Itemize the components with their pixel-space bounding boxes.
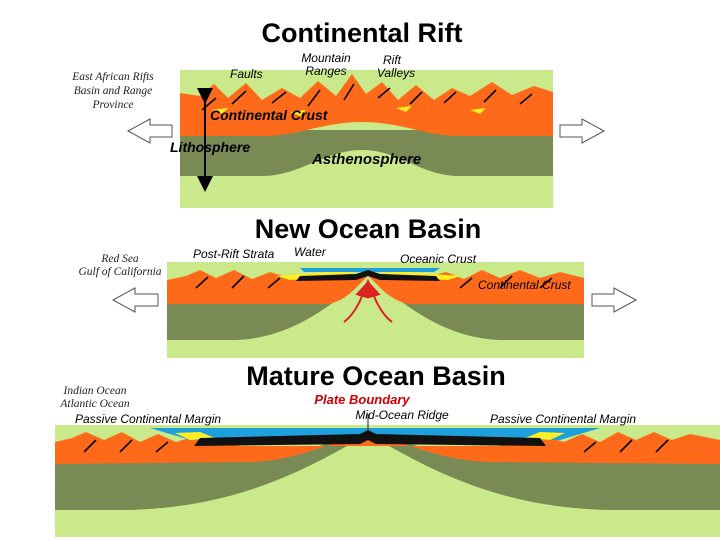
label-post-rift-strata: Post-Rift Strata bbox=[193, 247, 275, 261]
label-faults: Faults bbox=[230, 67, 263, 81]
new-ocean-faults bbox=[195, 275, 553, 289]
rift-example-line-3: Province bbox=[91, 99, 133, 111]
new-ocean-example-line-1: Red Sea bbox=[100, 253, 139, 265]
label-new-ocean-continental-crust: Continental Crust bbox=[478, 278, 571, 292]
mature-ocean-example-line-2: Atlantic Ocean bbox=[59, 398, 130, 410]
mature-ocean-faults bbox=[83, 439, 669, 453]
new-ocean-cross-section bbox=[167, 262, 584, 358]
rift-cross-section bbox=[180, 70, 553, 208]
label-mid-ocean-ridge: Mid-Ocean Ridge bbox=[355, 408, 449, 422]
new-ocean-continental-crust bbox=[167, 270, 584, 305]
rift-lithosphere bbox=[180, 130, 553, 176]
label-mountain-line-2: Ranges bbox=[305, 64, 346, 78]
new-ocean-water bbox=[300, 268, 440, 272]
rift-arrow-right bbox=[559, 118, 606, 144]
panel-mature-ocean-basin: Mature Ocean Basin Indian Ocean Atlantic… bbox=[55, 361, 720, 537]
rift-example-line-1: East African Rifts bbox=[71, 71, 154, 83]
rift-arrow-left bbox=[126, 118, 173, 144]
magma-arrow-right bbox=[367, 283, 393, 323]
label-passive-margin-left: Passive Continental Margin bbox=[75, 412, 221, 426]
mature-ocean-lithosphere bbox=[55, 430, 720, 510]
new-ocean-title: New Ocean Basin bbox=[255, 214, 482, 244]
label-mountain-line-1: Mountain bbox=[301, 51, 351, 65]
panel-new-ocean-basin: New Ocean Basin Red Sea Gulf of Californ… bbox=[78, 214, 638, 358]
label-lithosphere: Lithosphere bbox=[170, 139, 250, 155]
label-rift-line-1: Rift bbox=[383, 53, 402, 67]
magma-arrow-left bbox=[343, 283, 369, 323]
mature-ocean-oceanic-crust bbox=[194, 430, 546, 446]
panel-continental-rift: Continental Rift East African Rifts Basi… bbox=[71, 18, 606, 208]
mature-ocean-cross-section bbox=[55, 414, 720, 537]
label-rift-line-2: Valleys bbox=[377, 66, 415, 80]
new-ocean-example-line-2: Gulf of California bbox=[78, 266, 161, 278]
rift-title: Continental Rift bbox=[262, 18, 463, 48]
label-passive-margin-right: Passive Continental Margin bbox=[490, 412, 636, 426]
new-ocean-arrow-left bbox=[111, 287, 159, 313]
rift-example-line-2: Basin and Range bbox=[74, 85, 153, 97]
mature-ocean-title: Mature Ocean Basin bbox=[246, 361, 506, 391]
new-ocean-oceanic-crust bbox=[296, 270, 440, 281]
mature-ocean-example-line-1: Indian Ocean bbox=[63, 385, 127, 397]
rift-continental-crust bbox=[180, 74, 553, 136]
new-ocean-arrow-right bbox=[591, 287, 638, 313]
label-asthenosphere: Asthenosphere bbox=[311, 151, 421, 168]
new-ocean-lithosphere bbox=[167, 270, 584, 340]
label-oceanic-crust: Oceanic Crust bbox=[400, 252, 477, 266]
label-water: Water bbox=[294, 245, 327, 259]
label-plate-boundary: Plate Boundary bbox=[314, 392, 410, 407]
label-continental-crust: Continental Crust bbox=[210, 107, 329, 123]
